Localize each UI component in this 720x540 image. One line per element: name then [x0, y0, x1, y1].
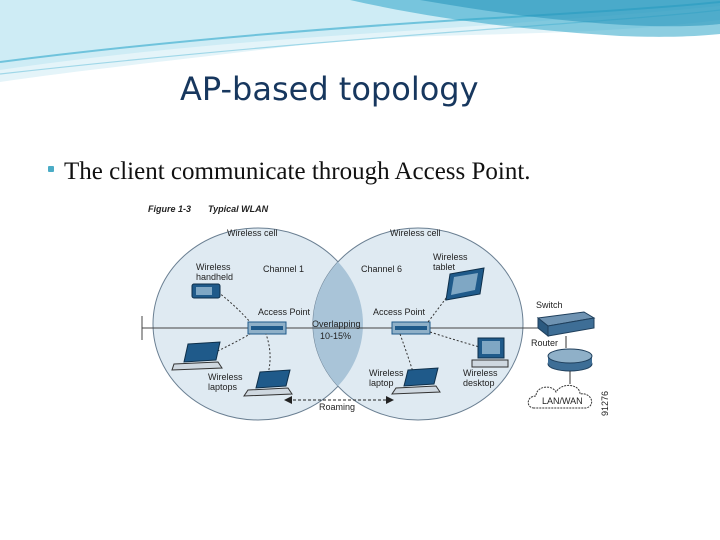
laptop-label-2: laptop — [369, 378, 394, 388]
router-icon — [547, 348, 593, 372]
access-point-2-icon — [391, 321, 431, 335]
router-label: Router — [531, 338, 558, 348]
overlap-percent: 10-15% — [320, 331, 351, 341]
roaming-label: Roaming — [319, 402, 355, 412]
access-point-2-label: Access Point — [373, 307, 426, 317]
laptop-left-icon — [171, 341, 223, 371]
laptop-label-1: Wireless — [369, 368, 404, 378]
cell-1-title: Wireless cell — [227, 228, 278, 238]
figure-caption-title: Typical WLAN — [208, 204, 269, 214]
handheld-label-2: handheld — [196, 272, 233, 282]
overlap-label: Overlapping — [312, 319, 361, 329]
lan-wan-label: LAN/WAN — [542, 396, 583, 406]
bullet-marker — [48, 166, 54, 172]
wlan-diagram: Figure 1-3 Typical WLAN Wireless cell Wi… — [141, 204, 610, 421]
laptop-center-icon — [391, 367, 441, 395]
lan-wan-cloud-icon — [527, 385, 593, 409]
handheld-label-1: Wireless — [196, 262, 231, 272]
tablet-label-2: tablet — [433, 262, 456, 272]
desktop-icon — [471, 337, 509, 368]
bullet-item: The client communicate through Access Po… — [48, 158, 531, 186]
laptop-bottom-icon — [243, 369, 293, 397]
tablet-icon — [445, 267, 485, 301]
slide-title: AP-based topology — [180, 70, 479, 108]
switch-icon — [536, 311, 596, 338]
bullet-text: The client communicate through Access Po… — [64, 158, 531, 185]
switch-label: Switch — [536, 300, 563, 310]
access-point-1-icon — [247, 321, 287, 335]
access-point-1-label: Access Point — [258, 307, 311, 317]
desktop-label-2: desktop — [463, 378, 495, 388]
cell-2-channel: Channel 6 — [361, 264, 402, 274]
laptops-label-1: Wireless — [208, 372, 243, 382]
tablet-label-1: Wireless — [433, 252, 468, 262]
figure-caption-number: Figure 1-3 — [148, 204, 191, 214]
figure-id: 91276 — [600, 391, 610, 416]
header-banner — [0, 0, 720, 82]
handheld-icon — [191, 283, 221, 299]
cell-1-channel: Channel 1 — [263, 264, 304, 274]
laptops-label-2: laptops — [208, 382, 238, 392]
desktop-label-1: Wireless — [463, 368, 498, 378]
cell-2-title: Wireless cell — [390, 228, 441, 238]
